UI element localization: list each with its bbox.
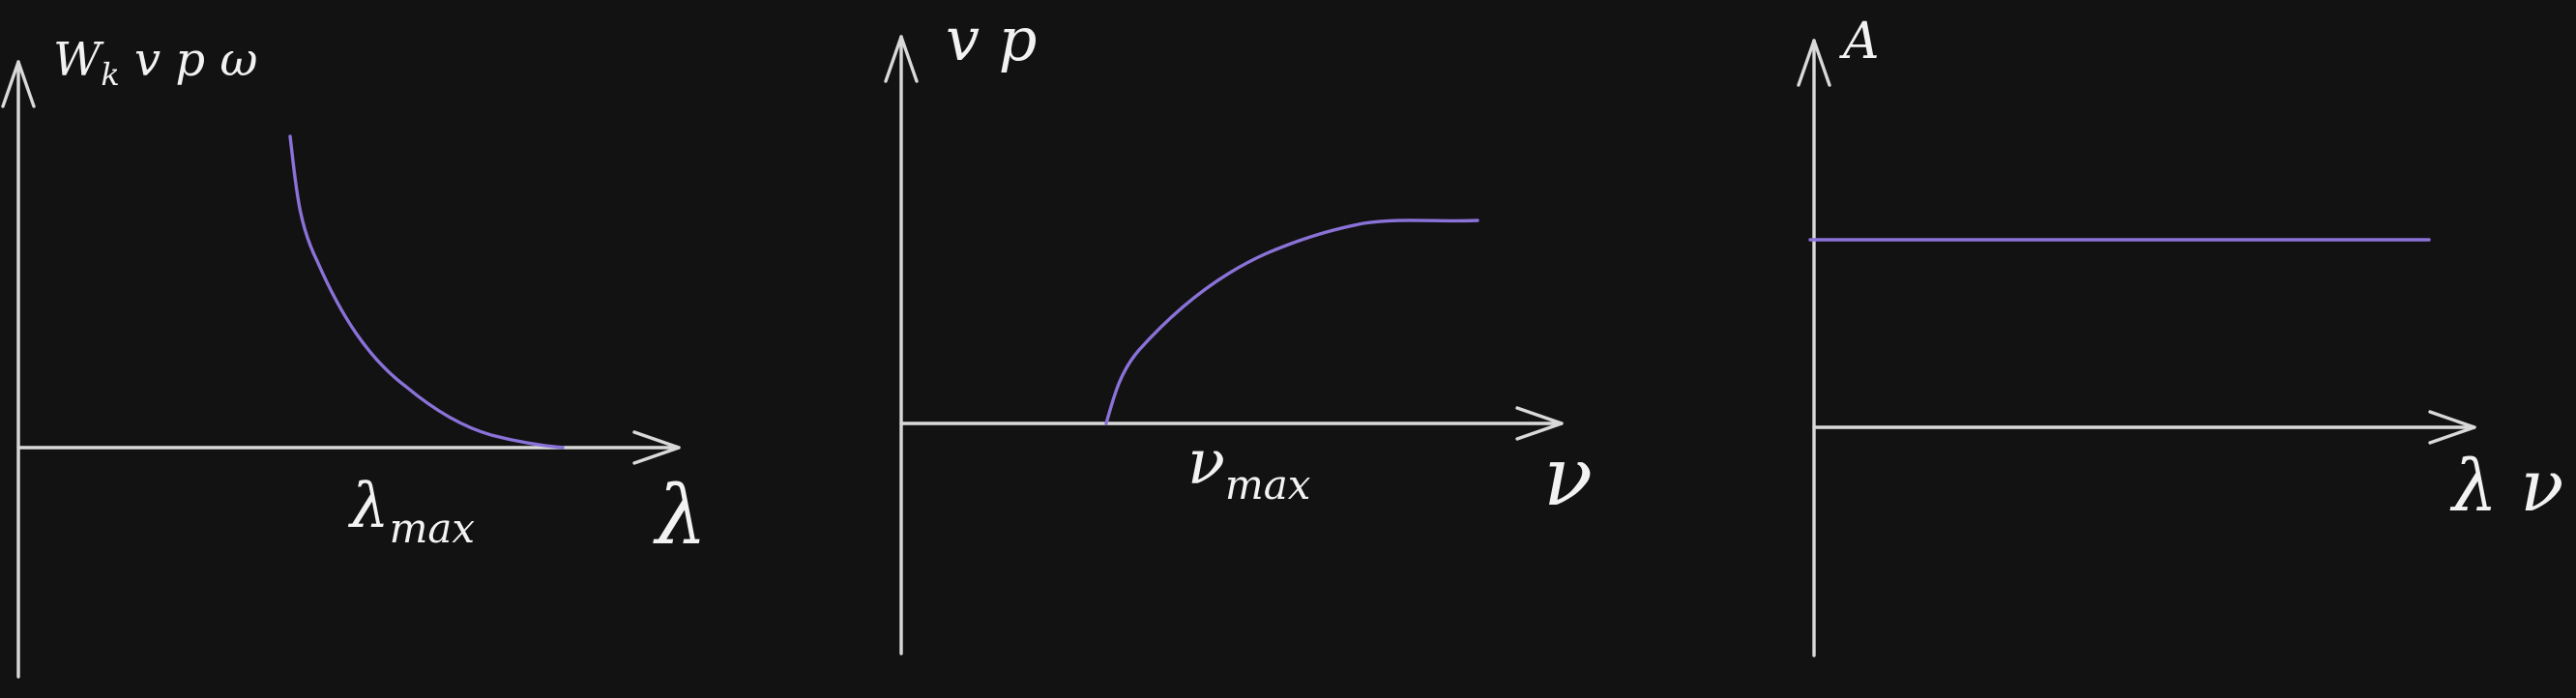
panel-3: A λ ν	[1797, 13, 2563, 657]
panel-1: Wk v p ω λmax λ	[1, 33, 707, 679]
panel-1-curve	[288, 134, 565, 450]
panel-3-x-arrowhead	[2428, 410, 2476, 445]
panel-3-x-label: λ ν	[2449, 445, 2563, 528]
panel-2-marker-label: νmax	[1187, 427, 1311, 509]
panel-2-y-label: v p	[946, 4, 1037, 74]
panel-3-y-arrowhead	[1797, 39, 1831, 87]
panel-2-x-arrowhead	[1515, 406, 1564, 441]
panel-1-y-label: Wk v p ω	[53, 33, 258, 93]
panel-2-curve	[1104, 218, 1479, 425]
panel-2: v p νmax ν	[884, 4, 1593, 655]
panel-1-marker-label: λmax	[347, 471, 475, 552]
panel-2-x-label: ν	[1543, 429, 1593, 524]
panel-1-y-arrowhead	[1, 60, 36, 108]
panel-2-y-arrowhead	[884, 35, 919, 83]
panel-1-x-label: λ	[653, 468, 707, 563]
panel-3-y-label: A	[1839, 13, 1880, 71]
panel-1-x-arrowhead	[632, 430, 681, 465]
